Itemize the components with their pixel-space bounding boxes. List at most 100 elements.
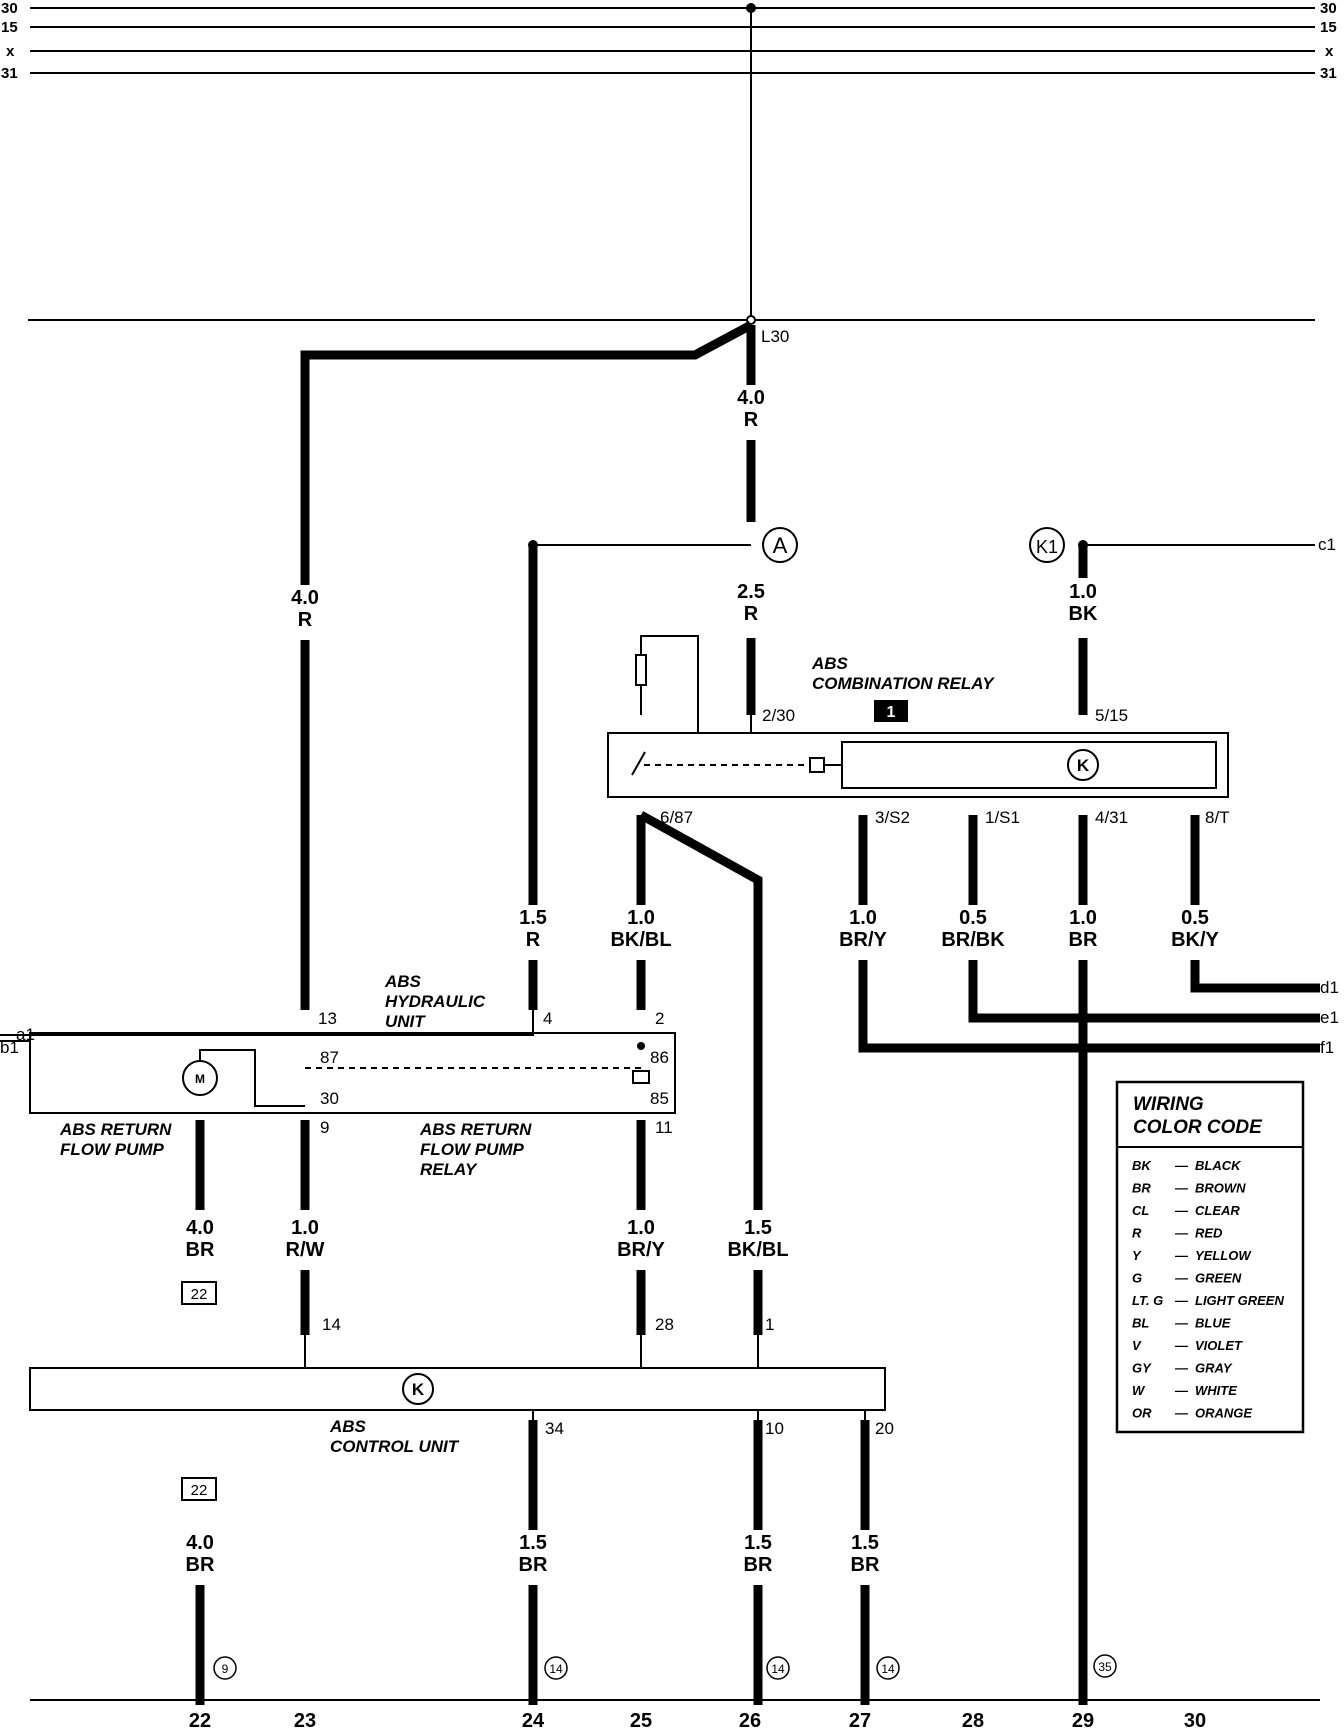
return-pump-relay-label-1: ABS RETURN — [419, 1120, 532, 1139]
rail-label-left-x: x — [6, 43, 15, 60]
wire-color: BR — [851, 1554, 880, 1576]
wire-color: BR — [186, 1239, 215, 1261]
legend-dash: — — [1174, 1316, 1189, 1331]
legend-color-name: VIOLET — [1195, 1338, 1243, 1353]
pin-13: 13 — [318, 1009, 337, 1028]
legend-color-name: BLACK — [1195, 1158, 1242, 1173]
wire-gauge: 1.0 — [849, 907, 877, 929]
connector-c1: c1 — [1318, 535, 1336, 554]
pin-2: 2 — [655, 1009, 664, 1028]
fuse-icon — [635, 654, 647, 686]
return-pump-relay-label-3: RELAY — [420, 1160, 478, 1179]
pin-1-s1: 1/S1 — [985, 808, 1020, 827]
legend-dash: — — [1174, 1181, 1189, 1196]
ground-refs: 9 14 14 14 35 — [213, 1654, 1117, 1680]
ground-ref-35: 35 — [1098, 1660, 1112, 1674]
wire-gauge: 4.0 — [186, 1532, 214, 1554]
column-number: 30 — [1184, 1710, 1206, 1730]
legend-color-name: BROWN — [1195, 1181, 1246, 1196]
connector-a-label: A — [773, 533, 788, 558]
relay-badge — [874, 700, 908, 722]
hydraulic-unit-label-2: HYDRAULIC — [385, 992, 486, 1011]
wire-color: BR — [744, 1554, 773, 1576]
ref-box-22 — [181, 1477, 217, 1501]
legend-code: V — [1132, 1338, 1142, 1353]
legend-code: LT. G — [1132, 1293, 1163, 1308]
legend-color-name: ORANGE — [1195, 1406, 1252, 1421]
rail-label-right-30: 30 — [1320, 0, 1337, 17]
connector-k1-circle — [1029, 527, 1065, 563]
legend-color-name: YELLOW — [1195, 1248, 1252, 1263]
combination-relay-label-1: ABS — [811, 654, 849, 673]
wire-gauge: 1.5 — [519, 1532, 547, 1554]
pin-3-s2: 3/S2 — [875, 808, 910, 827]
connector-d1: d1 — [1320, 978, 1339, 997]
ref-box-22-label: 22 — [191, 1286, 208, 1303]
control-unit-label-2: CONTROL UNIT — [330, 1437, 460, 1456]
pin-4-31: 4/31 — [1095, 808, 1128, 827]
legend-dash: — — [1174, 1271, 1189, 1286]
legend-dash: — — [1174, 1383, 1189, 1398]
rail-label-left-31: 31 — [1, 65, 18, 82]
electronics-icon — [1067, 749, 1099, 781]
legend-title-2: COLOR CODE — [1133, 1117, 1263, 1138]
hydraulic-unit: M — [29, 1032, 676, 1114]
wire-gauge: 2.5 — [737, 581, 765, 603]
wire-color: BR/BK — [941, 929, 1005, 951]
connector-a-circle — [762, 527, 798, 563]
junction-dot — [1078, 540, 1088, 550]
column-number: 23 — [294, 1710, 316, 1730]
column-number: 27 — [849, 1710, 871, 1730]
wire-gauge: 1.0 — [1069, 581, 1097, 603]
wire-gauge: 1.0 — [291, 1217, 319, 1239]
column-number: 26 — [739, 1710, 761, 1730]
wire-gauge: 0.5 — [1181, 907, 1209, 929]
wire-gauge: 1.0 — [1069, 907, 1097, 929]
wire-gauge: 1.5 — [519, 907, 547, 929]
pin-14: 14 — [322, 1315, 341, 1334]
wire-gauge: 1.0 — [627, 907, 655, 929]
wire-color: R — [526, 929, 541, 951]
legend-rows: BK—BLACKBR—BROWNCL—CLEARR—REDY—YELLOWG—G… — [1132, 1158, 1284, 1421]
control-unit-electronics-icon — [402, 1373, 434, 1405]
legend-dash: — — [1174, 1293, 1189, 1308]
wire-gauge: 4.0 — [186, 1217, 214, 1239]
pin-87: 87 — [320, 1048, 339, 1067]
svg-text:M: M — [195, 1072, 205, 1086]
column-number: 29 — [1072, 1710, 1094, 1730]
thin-wires — [0, 544, 1320, 1701]
hydraulic-unit-label-1: ABS — [384, 972, 422, 991]
wire-gauge: 1.0 — [627, 1217, 655, 1239]
ground-ref-14: 14 — [549, 1662, 563, 1676]
legend-color-name: RED — [1195, 1226, 1223, 1241]
return-pump-label-1: ABS RETURN — [59, 1120, 172, 1139]
wire-color: BK/BL — [727, 1239, 788, 1261]
legend-dash: — — [1174, 1226, 1189, 1241]
rail-label-left-15: 15 — [1, 19, 18, 36]
wire-color: BR/Y — [839, 929, 887, 951]
control-unit-label-1: ABS — [329, 1417, 367, 1436]
legend-code: OR — [1132, 1406, 1152, 1421]
pin-11: 11 — [655, 1118, 673, 1137]
wire-gauge: 4.0 — [737, 387, 765, 409]
pin-4: 4 — [543, 1009, 552, 1028]
pin-20: 20 — [875, 1419, 894, 1438]
rail-junction — [746, 3, 756, 13]
legend-code: GY — [1132, 1361, 1152, 1376]
column-number: 22 — [189, 1710, 211, 1730]
column-number: 28 — [962, 1710, 984, 1730]
legend-title-1: WIRING — [1133, 1094, 1204, 1115]
connector-b1: b1 — [0, 1038, 19, 1057]
svg-text:K: K — [412, 1380, 425, 1399]
pin-30: 30 — [320, 1089, 339, 1108]
return-pump-label-2: FLOW PUMP — [60, 1140, 165, 1159]
wire-color: BR — [1069, 929, 1098, 951]
pin-34: 34 — [545, 1419, 564, 1438]
legend-color-name: GREEN — [1195, 1271, 1242, 1286]
rail-label-left-30: 30 — [1, 0, 18, 17]
junction-dot — [528, 540, 538, 550]
control-unit: K — [29, 1367, 886, 1411]
thick-wires — [195, 321, 1320, 1705]
wire-gauge: 1.5 — [851, 1532, 879, 1554]
